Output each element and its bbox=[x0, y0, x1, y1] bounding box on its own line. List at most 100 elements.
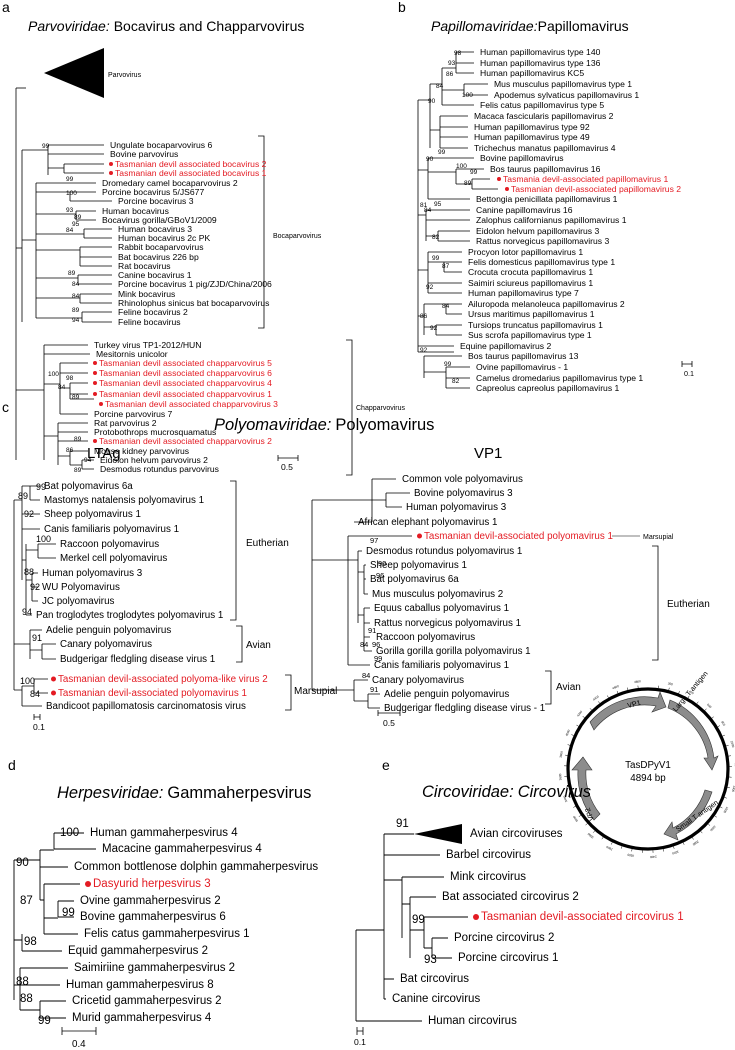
bootstrap-value: 92 bbox=[426, 284, 434, 291]
bootstrap-value: 99 bbox=[444, 361, 452, 368]
bootstrap-value: 99 bbox=[470, 169, 478, 176]
taxon-label: Human circovirus bbox=[428, 1015, 517, 1027]
taxon-label: Bovine papillomavirus bbox=[480, 153, 564, 163]
plasmid-feature-large-t bbox=[667, 699, 719, 771]
taxon-label: Mesitornis unicolor bbox=[96, 349, 168, 359]
plasmid-tick-label: 1200 bbox=[734, 763, 735, 770]
taxon-label: Macaca fascicularis papillomavirus 2 bbox=[474, 111, 614, 121]
taxon-label: Procyon lotor papillomavirus 1 bbox=[468, 247, 583, 257]
bootstrap-value: 96 bbox=[372, 640, 380, 649]
taxon-label: Mink circovirus bbox=[450, 871, 526, 883]
taxon-label: Bovine polyomavirus 3 bbox=[414, 488, 513, 499]
plasmid-tick-label: 4400 bbox=[592, 694, 600, 701]
plasmid-tick bbox=[616, 690, 619, 694]
taxon-label: Human polyomavirus 3 bbox=[406, 502, 507, 513]
highlight-dot bbox=[109, 162, 113, 166]
bootstrap-value: 89 bbox=[74, 214, 82, 221]
tree-b-branches bbox=[417, 51, 498, 389]
scale-label-b: 0.1 bbox=[684, 369, 694, 378]
bootstrap-value: 84 bbox=[66, 227, 74, 234]
plasmid-tick bbox=[726, 744, 729, 747]
taxon-label: Feline bocavirus bbox=[118, 317, 181, 327]
plasmid-tick-label: 600 bbox=[706, 703, 713, 710]
taxon-label: Ungulate bocaparvovirus 6 bbox=[110, 140, 212, 150]
taxon-label: Desmodus rotundus polyomavirus 1 bbox=[366, 546, 522, 557]
highlight-dot bbox=[109, 171, 113, 175]
plasmid-size: 4894 bp bbox=[630, 773, 666, 784]
taxon-label: Felis catus gammaherpesvirus 1 bbox=[84, 928, 250, 940]
plasmid-tick-label: 4800 bbox=[634, 679, 641, 684]
bootstrap-value: 100 bbox=[456, 163, 467, 170]
bracket-bocaparvovirus bbox=[258, 135, 265, 329]
plasmid-tick bbox=[607, 695, 609, 698]
bootstrap-value: 84 bbox=[72, 293, 80, 300]
plasmid-tick bbox=[727, 787, 730, 789]
taxon-label: Bos taurus papillomavirus 16 bbox=[490, 164, 601, 174]
bootstrap-value: 94 bbox=[22, 607, 32, 617]
highlight-dot bbox=[497, 177, 501, 181]
taxon-label: Tasmanian devil associated chapparvoviru… bbox=[99, 358, 272, 368]
bootstrap-value: 98 bbox=[66, 375, 74, 382]
taxon-label: Felis catus papillomavirus type 5 bbox=[480, 100, 604, 110]
plasmid-tick-label: 4600 bbox=[612, 684, 620, 690]
scale-bar-a: 0.5 bbox=[277, 455, 299, 472]
plasmid-tick bbox=[601, 836, 604, 840]
plasmid-tick bbox=[704, 708, 707, 711]
taxon-label: Protobothrops mucrosquamatus bbox=[94, 427, 216, 437]
bootstrap-value: 98 bbox=[454, 50, 462, 57]
bootstrap-value: 88 bbox=[24, 567, 34, 577]
plasmid-tick-label: 4000 bbox=[565, 729, 572, 737]
taxon-label: Bat associated circovirus 2 bbox=[442, 891, 579, 903]
bootstrap-value: 84 bbox=[30, 689, 40, 699]
bootstrap-value: 99 bbox=[42, 143, 50, 150]
bootstrap-value: 94 bbox=[72, 317, 80, 324]
plasmid-label-vp1: VP1 bbox=[626, 698, 641, 710]
group-label-avian-left: Avian bbox=[246, 640, 271, 651]
taxon-label: Ovine papillomavirus - 1 bbox=[476, 362, 568, 372]
bootstrap-value: 86 bbox=[446, 71, 454, 78]
taxon-label: Sheep polyomavirus 1 bbox=[370, 560, 467, 571]
avian-circovirus-collapsed-clade bbox=[414, 824, 462, 844]
taxon-label: Tasmanian devil-associated circovirus 1 bbox=[481, 911, 684, 923]
taxon-label: Mus musculus papillomavirus type 1 bbox=[494, 79, 632, 89]
bootstrap-value: 99 bbox=[66, 176, 74, 183]
taxon-label: Mastomys natalensis polyomavirus 1 bbox=[44, 495, 204, 506]
bootstrap-value: 100 bbox=[48, 371, 59, 378]
plasmid-tick-label: 2400 bbox=[650, 855, 657, 859]
taxon-label: Canary polyomavirus bbox=[372, 675, 464, 686]
taxon-label: Murid gammaherpesvirus 4 bbox=[72, 1012, 212, 1024]
taxon-label: Adelie penguin polyomavirus bbox=[46, 625, 171, 636]
highlight-dot bbox=[417, 533, 422, 539]
bootstrap-value: 84 bbox=[58, 384, 66, 391]
group-label-marsupial-right: Marsupial bbox=[643, 534, 674, 541]
plasmid-name: TasDPyV1 bbox=[625, 760, 671, 771]
bootstrap-value: 87 bbox=[442, 263, 450, 270]
taxon-label: Bat circovirus bbox=[400, 973, 469, 985]
plasmid-tick bbox=[717, 725, 721, 728]
plasmid-tick bbox=[620, 846, 623, 849]
taxon-label: Porcine bocavirus 1 pig/ZJD/China/2006 bbox=[118, 279, 272, 289]
taxon-label: Bovine gammaherpesvirus 6 bbox=[80, 911, 226, 923]
taxon-label: Canine circovirus bbox=[392, 993, 480, 1005]
plasmid-tick-label: 1800 bbox=[709, 825, 717, 833]
plasmid-tick bbox=[700, 831, 703, 834]
panel-a-letter: a bbox=[2, 0, 10, 15]
bootstrap-value: 99 bbox=[62, 907, 75, 919]
scale-bar-b: 0.1 bbox=[681, 361, 694, 378]
tree-e-branches bbox=[355, 833, 468, 1022]
highlight-dot bbox=[51, 676, 56, 682]
plasmid-tick bbox=[593, 830, 596, 833]
bootstrap-value: 84 bbox=[424, 207, 432, 214]
highlight-dot bbox=[93, 392, 97, 396]
taxon-label: Eidolon helvum papillomavirus 3 bbox=[476, 226, 599, 236]
bootstrap-value: 84 bbox=[442, 303, 450, 310]
panel-c: c Polyomaviridae:Polyomavirus LTAg VP1 E… bbox=[2, 399, 735, 859]
panel-d-letter: d bbox=[8, 757, 16, 773]
